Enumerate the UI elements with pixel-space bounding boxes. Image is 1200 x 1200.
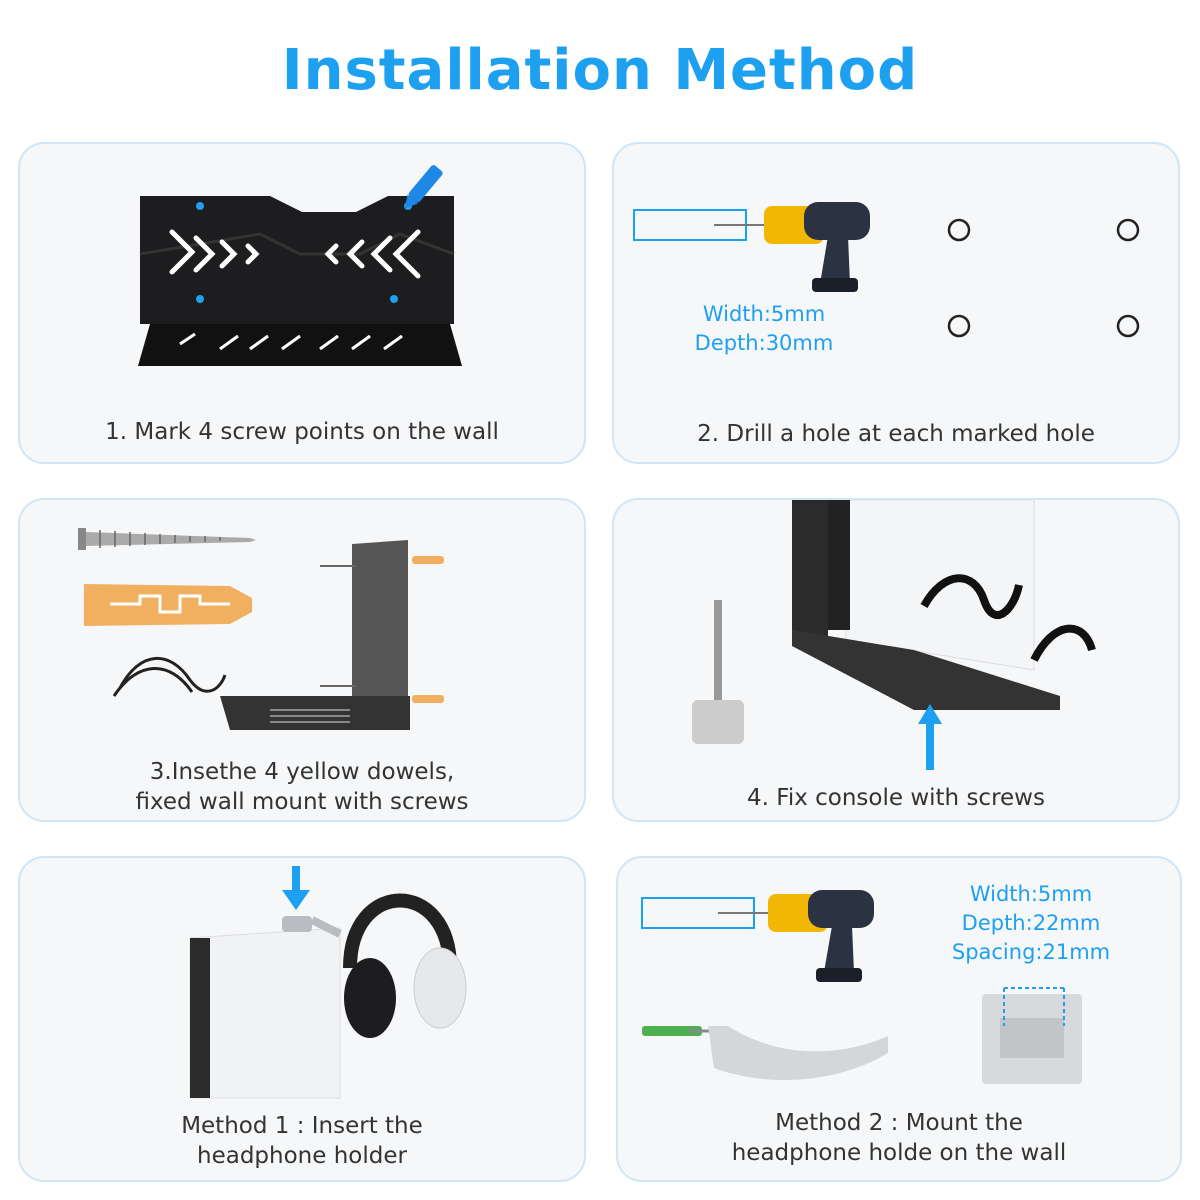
step-6-card: Width:5mm Depth:22mm Spacing:21mm Method… [616, 856, 1182, 1182]
step-caption-line-2: headphone holde on the wall [731, 1140, 1067, 1166]
step-5-card: Method 1 : Insert the headphone holder [18, 856, 586, 1182]
step-3-card: 3.Insethe 4 yellow dowels, fixed wall mo… [18, 498, 586, 822]
step-1-card: 1. Mark 4 screw points on the wall [18, 142, 586, 464]
step-4-card: 4. Fix console with screws [612, 498, 1180, 822]
step-caption-line-2: headphone holder [197, 1143, 407, 1169]
console-mount-illustration [692, 500, 1096, 770]
step-2-card: Width:5mm Depth:30mm 2. Drill a hole at … [612, 142, 1180, 464]
step-caption-line-1: Method 2 : Mount the [775, 1110, 1023, 1136]
step-caption: 4. Fix console with screws [747, 785, 1045, 811]
wall-mount-illustration [138, 165, 462, 366]
step-caption-line-2: fixed wall mount with screws [135, 789, 469, 815]
dowel-screw-illustration [78, 528, 444, 730]
step-caption: 1. Mark 4 screw points on the wall [105, 419, 499, 445]
page-title: Installation Method [281, 38, 919, 103]
holder-spacing-label: Spacing:21mm [951, 940, 1111, 964]
drill-width-label: Width:5mm [702, 302, 826, 326]
headphone-holder-insert-illustration [189, 866, 467, 1099]
holder-depth-label: Depth:22mm [961, 911, 1101, 935]
holder-width-label: Width:5mm [969, 882, 1093, 906]
drill-depth-label: Depth:30mm [694, 331, 834, 355]
drill-illustration [633, 202, 1140, 338]
step-caption-line-1: Method 1 : Insert the [181, 1113, 423, 1139]
headphone-wall-mount-illustration [641, 890, 1082, 1084]
step-caption: 2. Drill a hole at each marked hole [697, 421, 1095, 447]
step-caption-line-1: 3.Insethe 4 yellow dowels, [149, 759, 455, 785]
